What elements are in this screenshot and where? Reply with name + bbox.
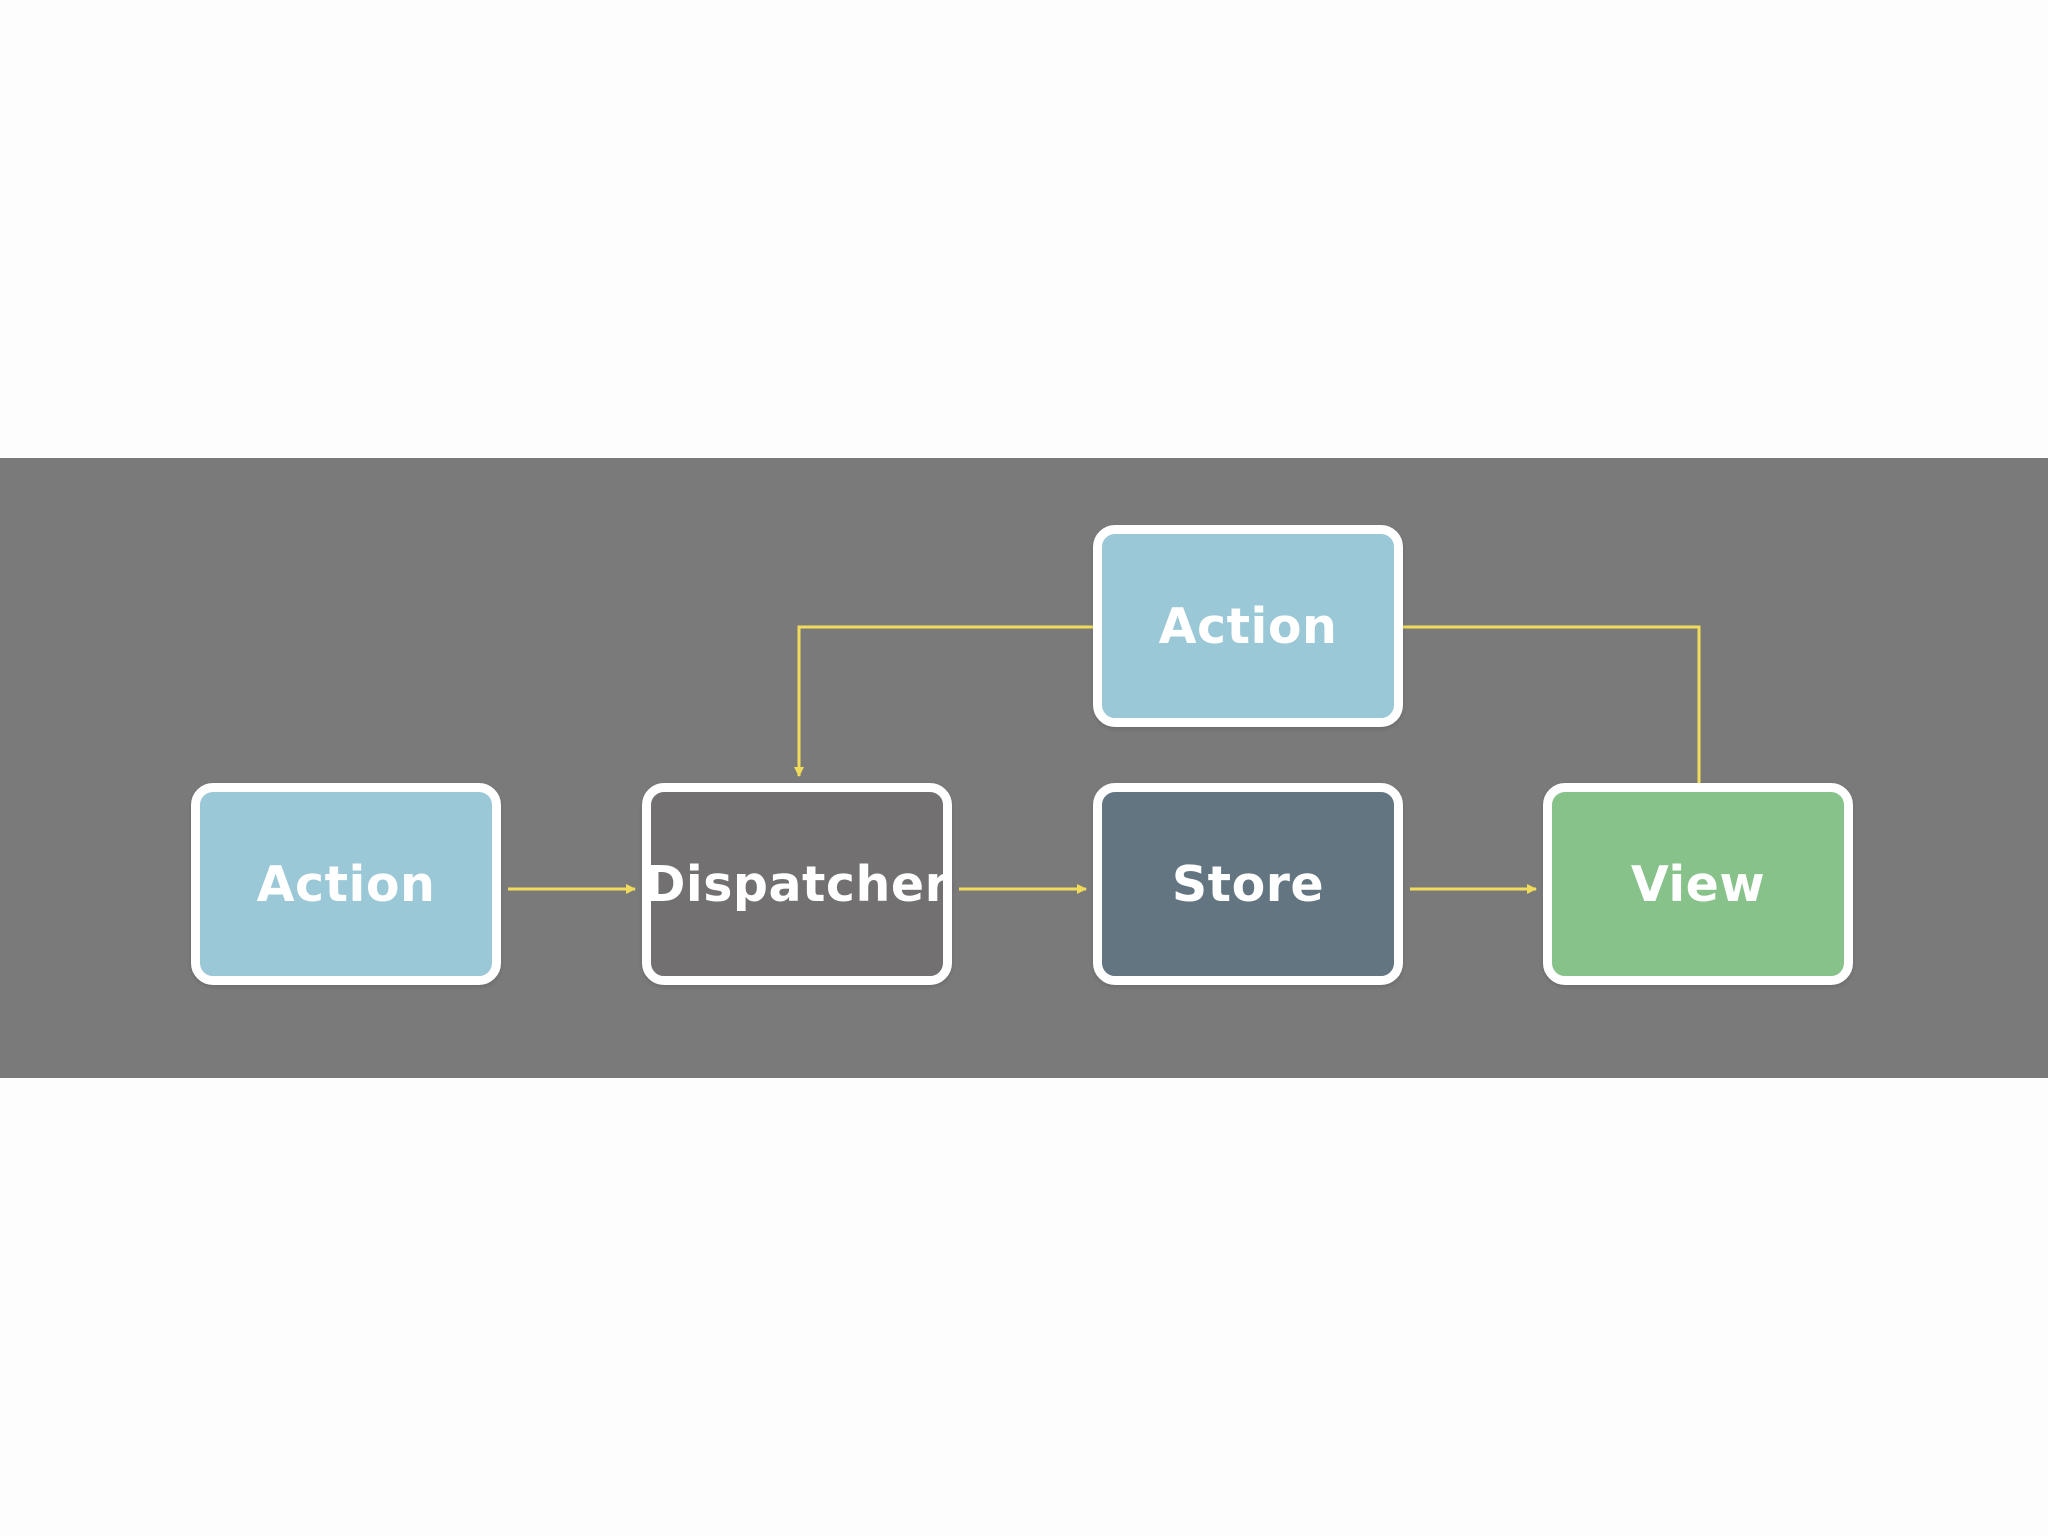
- action-node-top: Action: [1093, 525, 1403, 727]
- action-node-top-label: Action: [1158, 597, 1338, 655]
- dispatcher-node-label: Dispatcher: [644, 855, 950, 913]
- edge-action-to-dispatcher-loop: [794, 625, 1093, 777]
- view-node-label: View: [1630, 855, 1766, 913]
- action-node-label: Action: [256, 855, 436, 913]
- store-node: Store: [1093, 783, 1403, 985]
- dispatcher-node: Dispatcher: [642, 783, 952, 985]
- store-node-label: Store: [1171, 855, 1325, 913]
- action-node: Action: [191, 783, 501, 985]
- edge-view-to-action: [1403, 625, 1701, 783]
- view-node: View: [1543, 783, 1853, 985]
